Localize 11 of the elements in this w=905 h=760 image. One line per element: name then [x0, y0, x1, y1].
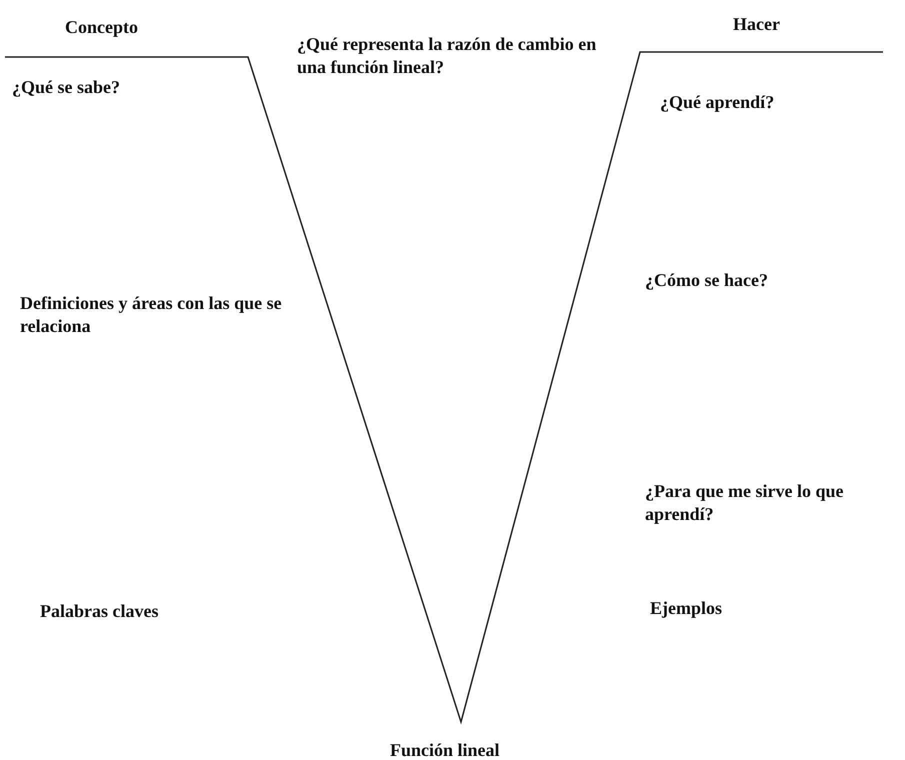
- column-heading: Concepto: [65, 16, 138, 39]
- prompt-text: Ejemplos: [650, 597, 722, 620]
- prompt-text: Palabras claves: [40, 600, 158, 623]
- event-text: Función lineal: [390, 739, 500, 760]
- prompt-text: ¿Qué aprendí?: [660, 91, 774, 114]
- prompt-text: Definiciones y áreas con las que se relaciona: [20, 292, 283, 338]
- prompt-text: ¿Para que me sirve lo que aprendí?: [645, 480, 844, 526]
- column-heading: Hacer: [733, 13, 780, 36]
- prompt-text: ¿Qué se sabe?: [12, 76, 120, 99]
- prompt-text: ¿Cómo se hace?: [645, 269, 768, 292]
- focus-question: ¿Qué representa la razón de cambio en una función lineal?: [297, 33, 598, 79]
